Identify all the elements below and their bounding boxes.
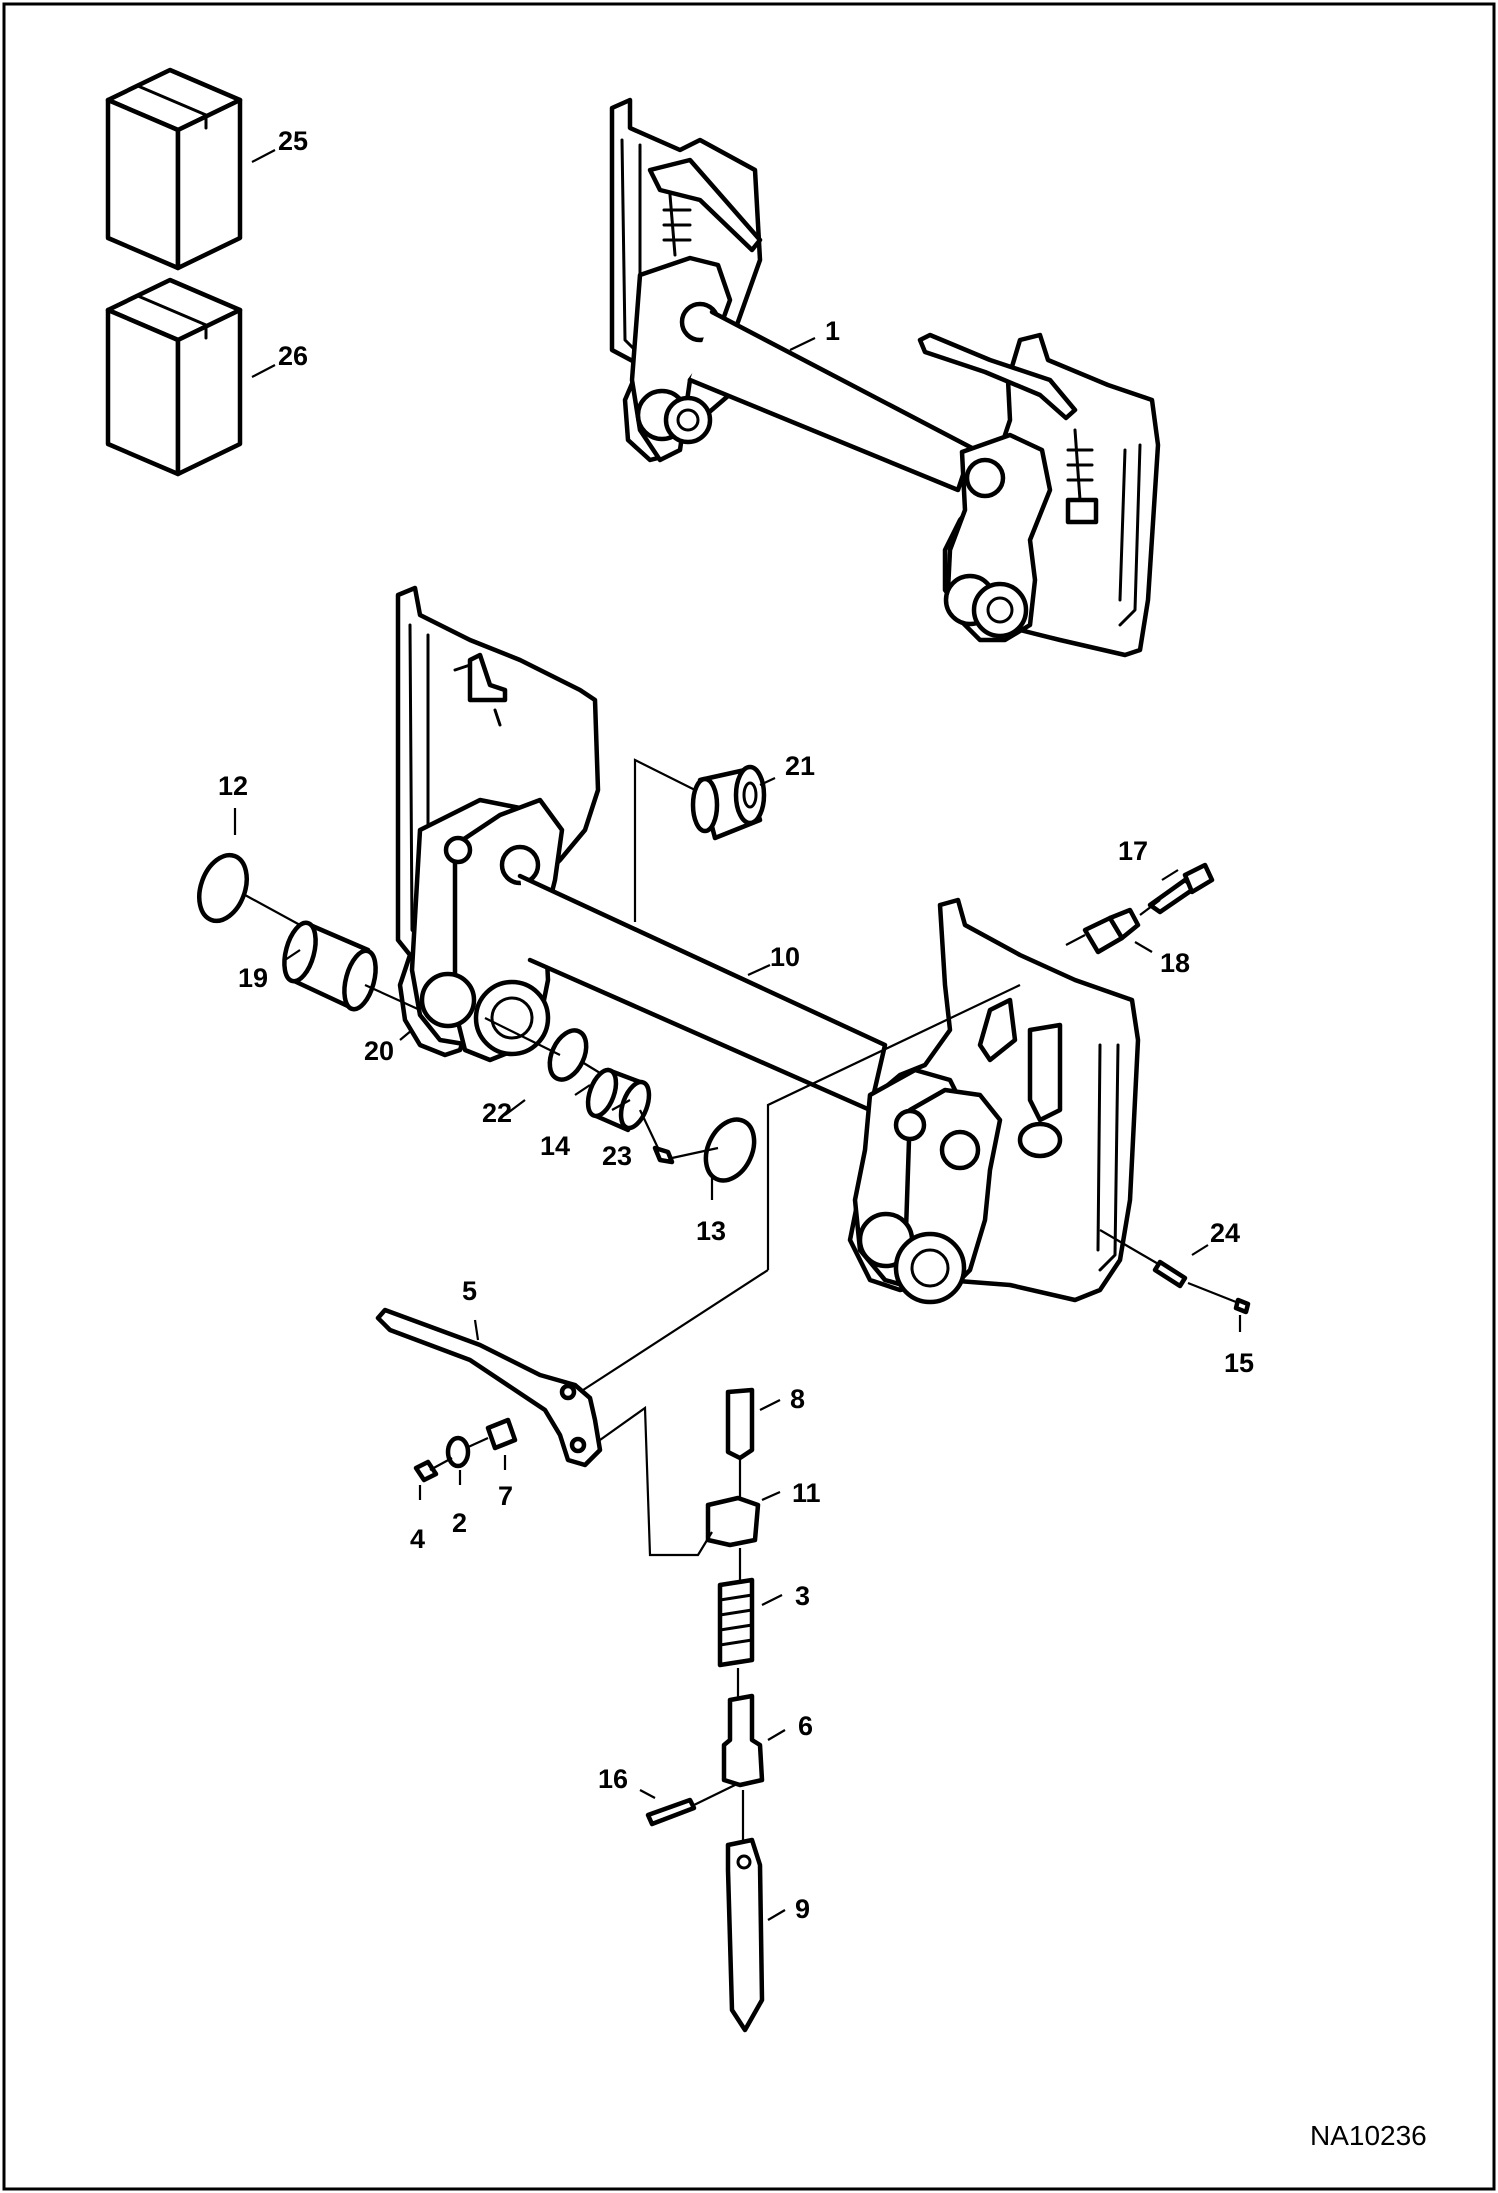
callout-21: 21 (785, 751, 815, 781)
callout-10: 10 (770, 942, 800, 972)
roll-pin (1152, 1259, 1188, 1289)
assembly-line-21 (633, 758, 696, 922)
callout-7: 7 (498, 1481, 513, 1511)
collar (690, 764, 767, 841)
callout-17: 17 (1118, 836, 1148, 866)
assembly-line-clip (599, 1405, 713, 1557)
figure-id: NA10236 (1310, 2120, 1427, 2151)
assembly-line-bushing (244, 894, 421, 1012)
cross-pin (645, 1797, 697, 1827)
callout-11: 11 (792, 1478, 821, 1508)
assembly-line-hardware (429, 1436, 489, 1471)
latch-pin (725, 1837, 765, 2033)
grease-fitting (652, 1145, 675, 1165)
snap-ring (703, 1117, 757, 1183)
callout-14: 14 (540, 1131, 570, 1161)
coil-spring (717, 1577, 755, 1668)
callout-12: 12 (218, 771, 248, 801)
callout-19: 19 (238, 963, 268, 993)
assembly-line-lever (579, 984, 1021, 1393)
callout-25: 25 (278, 126, 308, 156)
small-spring (485, 1417, 518, 1451)
callout-8: 8 (790, 1384, 805, 1414)
callout-22: 22 (482, 1098, 512, 1128)
callout-9: 9 (795, 1894, 810, 1924)
parts-box-25 (105, 67, 243, 271)
callout-1: 1 (825, 316, 840, 346)
mounting-frame (395, 585, 1141, 1305)
bolt (1147, 862, 1215, 915)
assembly-line-rings (484, 1017, 719, 1160)
cap (585, 1067, 652, 1133)
grease-fitting-15 (1233, 1297, 1251, 1315)
quick-tach-assembly (609, 97, 1161, 658)
nut (413, 1459, 439, 1483)
parts-box-26 (105, 277, 243, 477)
callout-labels: 25 26 1 21 12 17 10 18 19 20 22 14 23 13… (218, 126, 1254, 1924)
callout-4: 4 (410, 1524, 425, 1554)
assembly-line-pin24 (1099, 1229, 1237, 1304)
o-ring (547, 1028, 589, 1082)
callout-26: 26 (278, 341, 308, 371)
callout-20: 20 (364, 1036, 394, 1066)
spring-pin (725, 1387, 755, 1461)
callout-leaders (233, 149, 1242, 1921)
callout-23: 23 (602, 1141, 632, 1171)
callout-6: 6 (798, 1711, 813, 1741)
callout-2: 2 (452, 1508, 467, 1538)
callout-24: 24 (1210, 1218, 1240, 1248)
spacer (1082, 907, 1141, 955)
callout-13: 13 (696, 1216, 726, 1246)
washer (445, 1435, 471, 1469)
retaining-ring (197, 852, 249, 924)
pin-holder (721, 1693, 765, 1788)
assembly-line-vertical (693, 1460, 745, 1842)
bushing (282, 920, 378, 1012)
callout-15: 15 (1224, 1348, 1254, 1378)
assembly-line-bolt (1065, 899, 1161, 946)
callout-3: 3 (795, 1581, 810, 1611)
callout-18: 18 (1160, 948, 1190, 978)
callout-16: 16 (598, 1764, 628, 1794)
callout-5: 5 (462, 1276, 477, 1306)
clip (705, 1495, 761, 1548)
